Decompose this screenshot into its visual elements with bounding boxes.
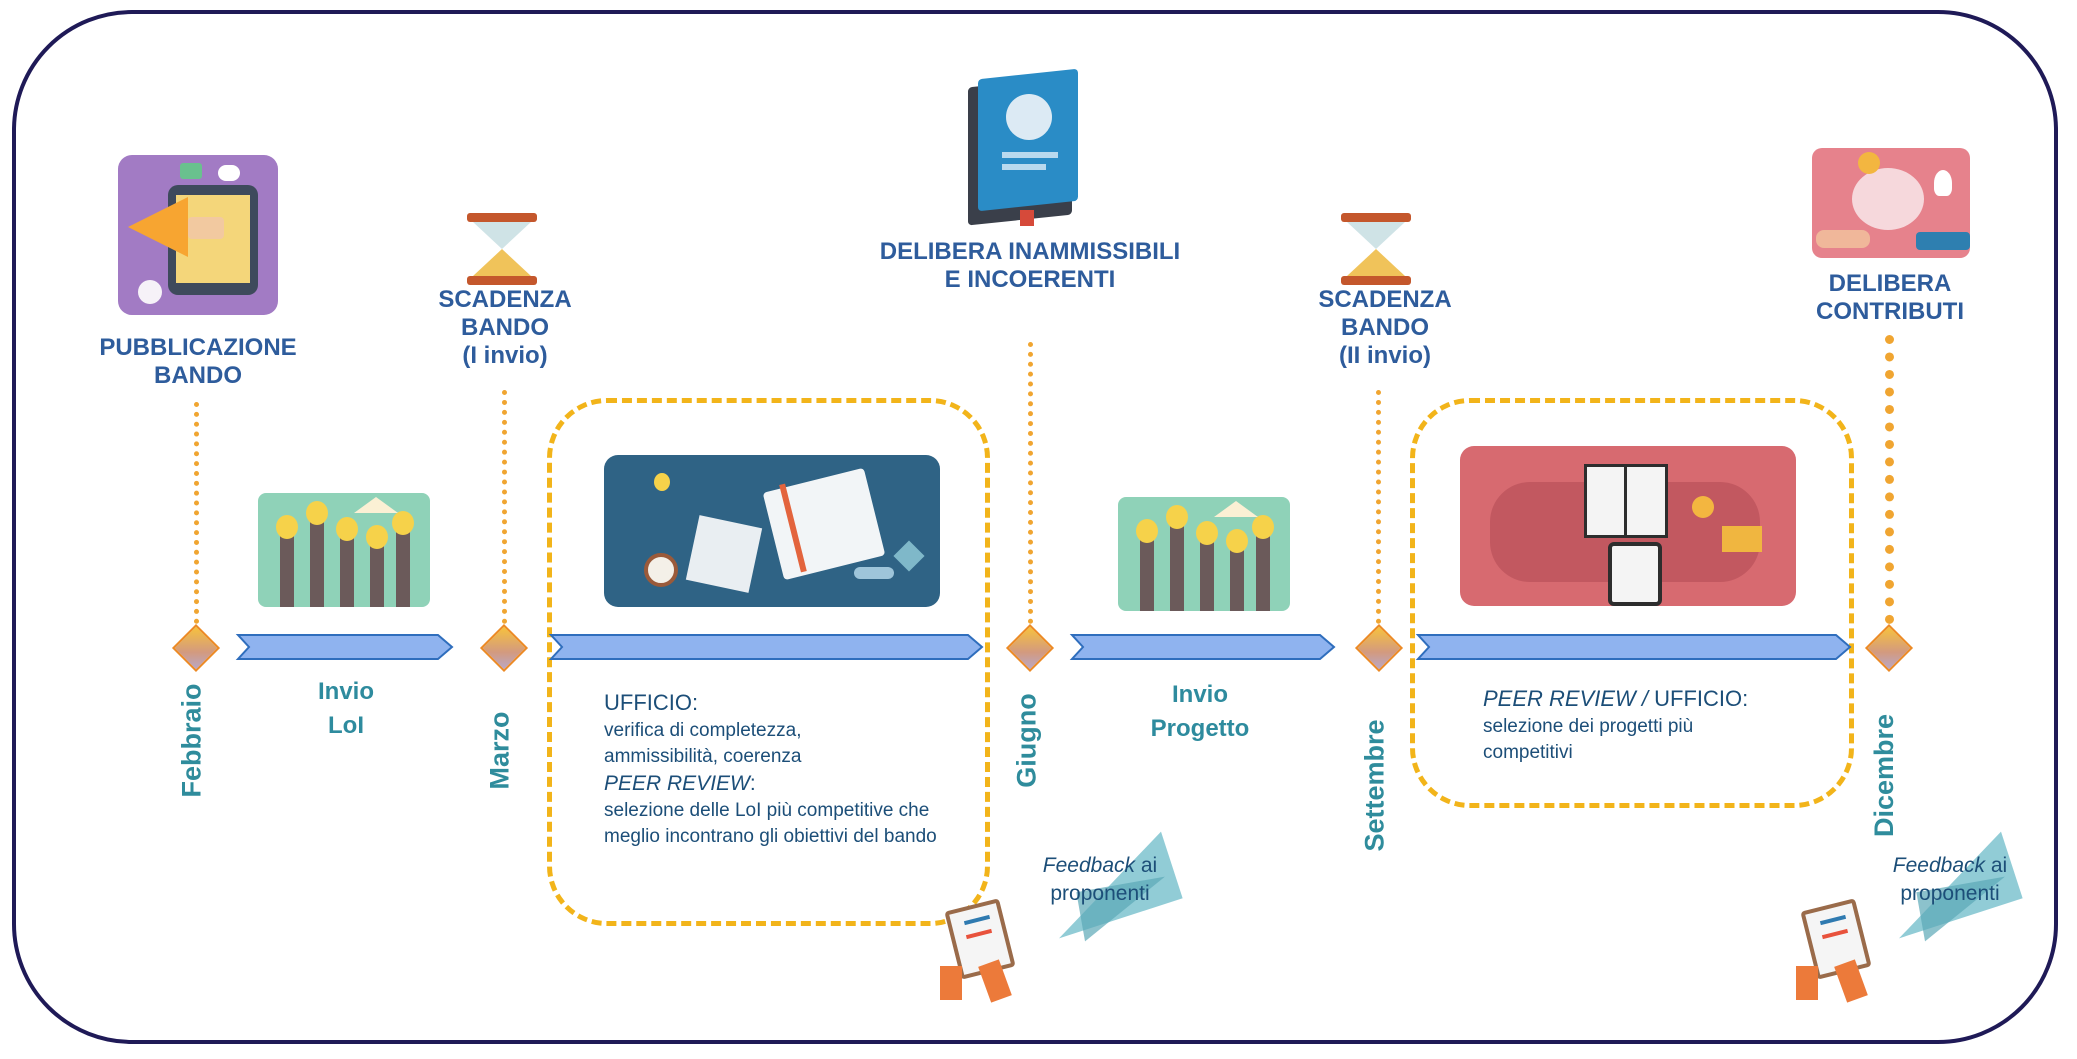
desk-study-icon: [604, 455, 940, 607]
review-2-peer-review: PEER REVIEW / UFFICIO:: [1483, 686, 1749, 711]
review-box-2: [1410, 398, 1854, 808]
milestone-scadenza-bando-2: SCADENZA BANDO (II invio): [1318, 286, 1452, 369]
clipboard-hand-icon: [940, 898, 1016, 1003]
milestone-pubblicazione-bando: PUBBLICAZIONE BANDO: [99, 334, 297, 389]
month-giugno: Giugno: [1011, 692, 1042, 788]
hourglass-icon: [467, 213, 537, 285]
review-1-selezione: selezione delle LoI più competitive che …: [604, 800, 937, 847]
month-dicembre: Dicembre: [1869, 713, 1900, 837]
review-2-selezione: selezione dei progetti più competitivi: [1483, 716, 1694, 763]
review-box-1: [547, 398, 990, 926]
timeline-arrow-review-2: [1415, 634, 1852, 660]
hourglass-icon: [1341, 213, 1411, 285]
connector-line: [1028, 342, 1033, 624]
review-2-text: PEER REVIEW / UFFICIO: selezione dei pro…: [1483, 684, 1783, 766]
review-1-peer-review: PEER REVIEW:: [604, 772, 756, 795]
milestone-delibera-inammissibili: DELIBERA INAMMISSIBILI E INCOERENTI: [879, 238, 1181, 293]
phase-invio-progetto: Invio Progetto: [1150, 681, 1250, 742]
month-febbraio: Febbraio: [176, 682, 207, 798]
timeline-arrow-invio-loi: [235, 634, 454, 660]
clipboard-hand-icon: [1796, 898, 1872, 1003]
timeline-arrow-review-1: [548, 634, 984, 660]
lightbulb-hands-icon: [258, 493, 430, 607]
diagram-frame: [12, 10, 2058, 1044]
lightbulb-hands-icon: [1118, 497, 1290, 611]
timeline-arrow-invio-progetto: [1069, 634, 1336, 660]
month-settembre: Settembre: [1359, 718, 1390, 852]
connector-line: [1885, 335, 1894, 624]
connector-line: [1376, 390, 1381, 624]
world-map-documents-icon: [1460, 446, 1796, 606]
milestone-delibera-contributi: DELIBERA CONTRIBUTI: [1816, 270, 1964, 325]
phase-invio-loi: Invio LoI: [317, 678, 374, 739]
review-1-verifica: verifica di completezza, ammissibilità, …: [604, 720, 802, 767]
megaphone-tablet-icon: [118, 155, 278, 315]
book-icon: [968, 68, 1084, 226]
milestone-scadenza-bando-1: SCADENZA BANDO (I invio): [438, 286, 572, 369]
connector-line: [502, 390, 507, 624]
connector-line: [194, 402, 199, 624]
review-1-ufficio: UFFICIO:: [604, 690, 699, 715]
month-marzo: Marzo: [484, 710, 515, 790]
piggy-bank-icon: [1812, 148, 1970, 258]
review-1-text: UFFICIO: verifica di completezza, ammiss…: [604, 688, 964, 850]
